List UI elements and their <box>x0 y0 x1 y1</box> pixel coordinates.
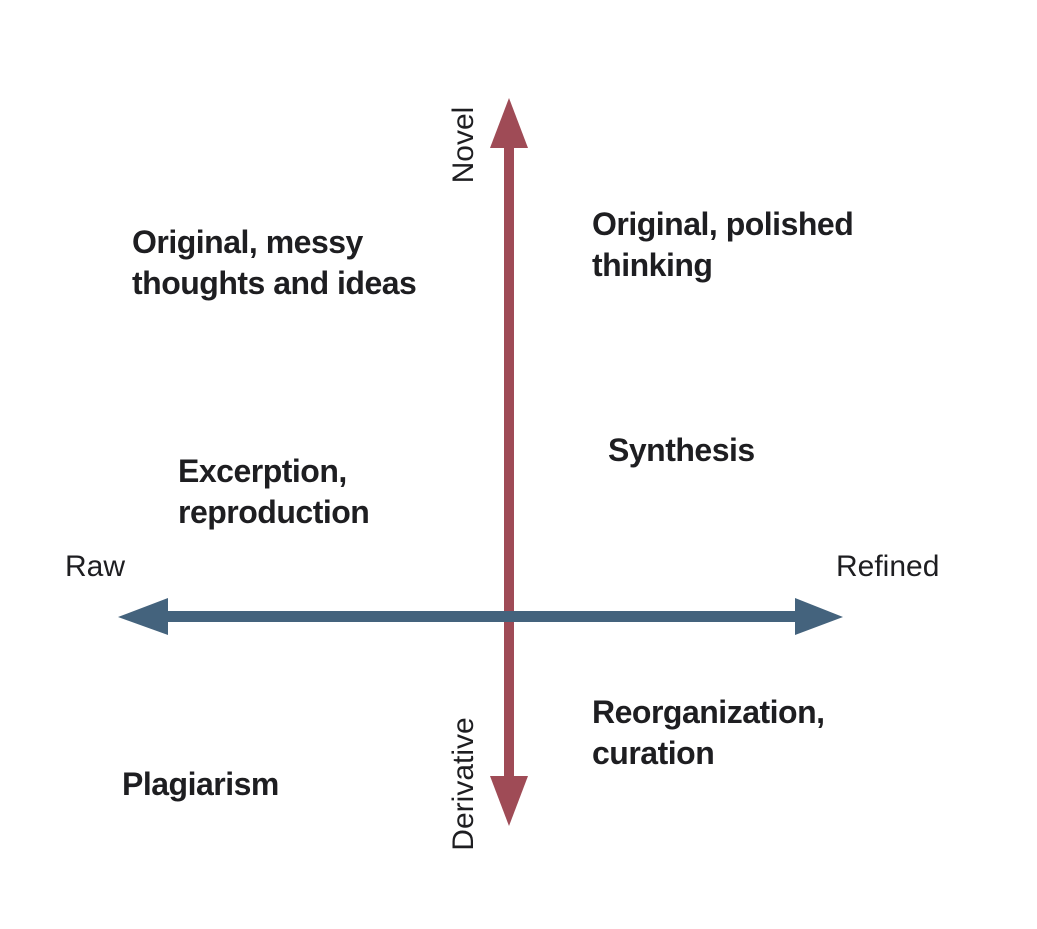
vertical-axis-shaft <box>504 145 514 779</box>
horizontal-axis-arrow <box>118 598 843 635</box>
axis-label-refined: Refined <box>836 550 940 583</box>
arrow-down-icon <box>490 776 528 826</box>
vertical-axis-arrow <box>490 98 528 826</box>
axis-label-novel: Novel <box>447 106 480 184</box>
arrow-left-icon <box>118 598 168 635</box>
horizontal-axis-shaft <box>163 611 797 622</box>
axis-label-derivative: Derivative <box>447 717 480 851</box>
arrow-right-icon <box>795 598 843 635</box>
arrow-up-icon <box>490 98 528 148</box>
quadrant-label-plagiarism: Plagiarism <box>122 766 279 802</box>
quadrant-label-mid-left: Excerption, reproduction <box>178 453 370 530</box>
quadrant-label-bottom-right: Reorganization, curation <box>592 694 825 771</box>
quadrant-label-synthesis: Synthesis <box>608 432 755 468</box>
quadrant-label-top-left: Original, messy thoughts and ideas <box>132 224 417 301</box>
quadrant-label-top-right: Original, polished thinking <box>592 206 854 283</box>
axis-label-raw: Raw <box>65 550 126 583</box>
